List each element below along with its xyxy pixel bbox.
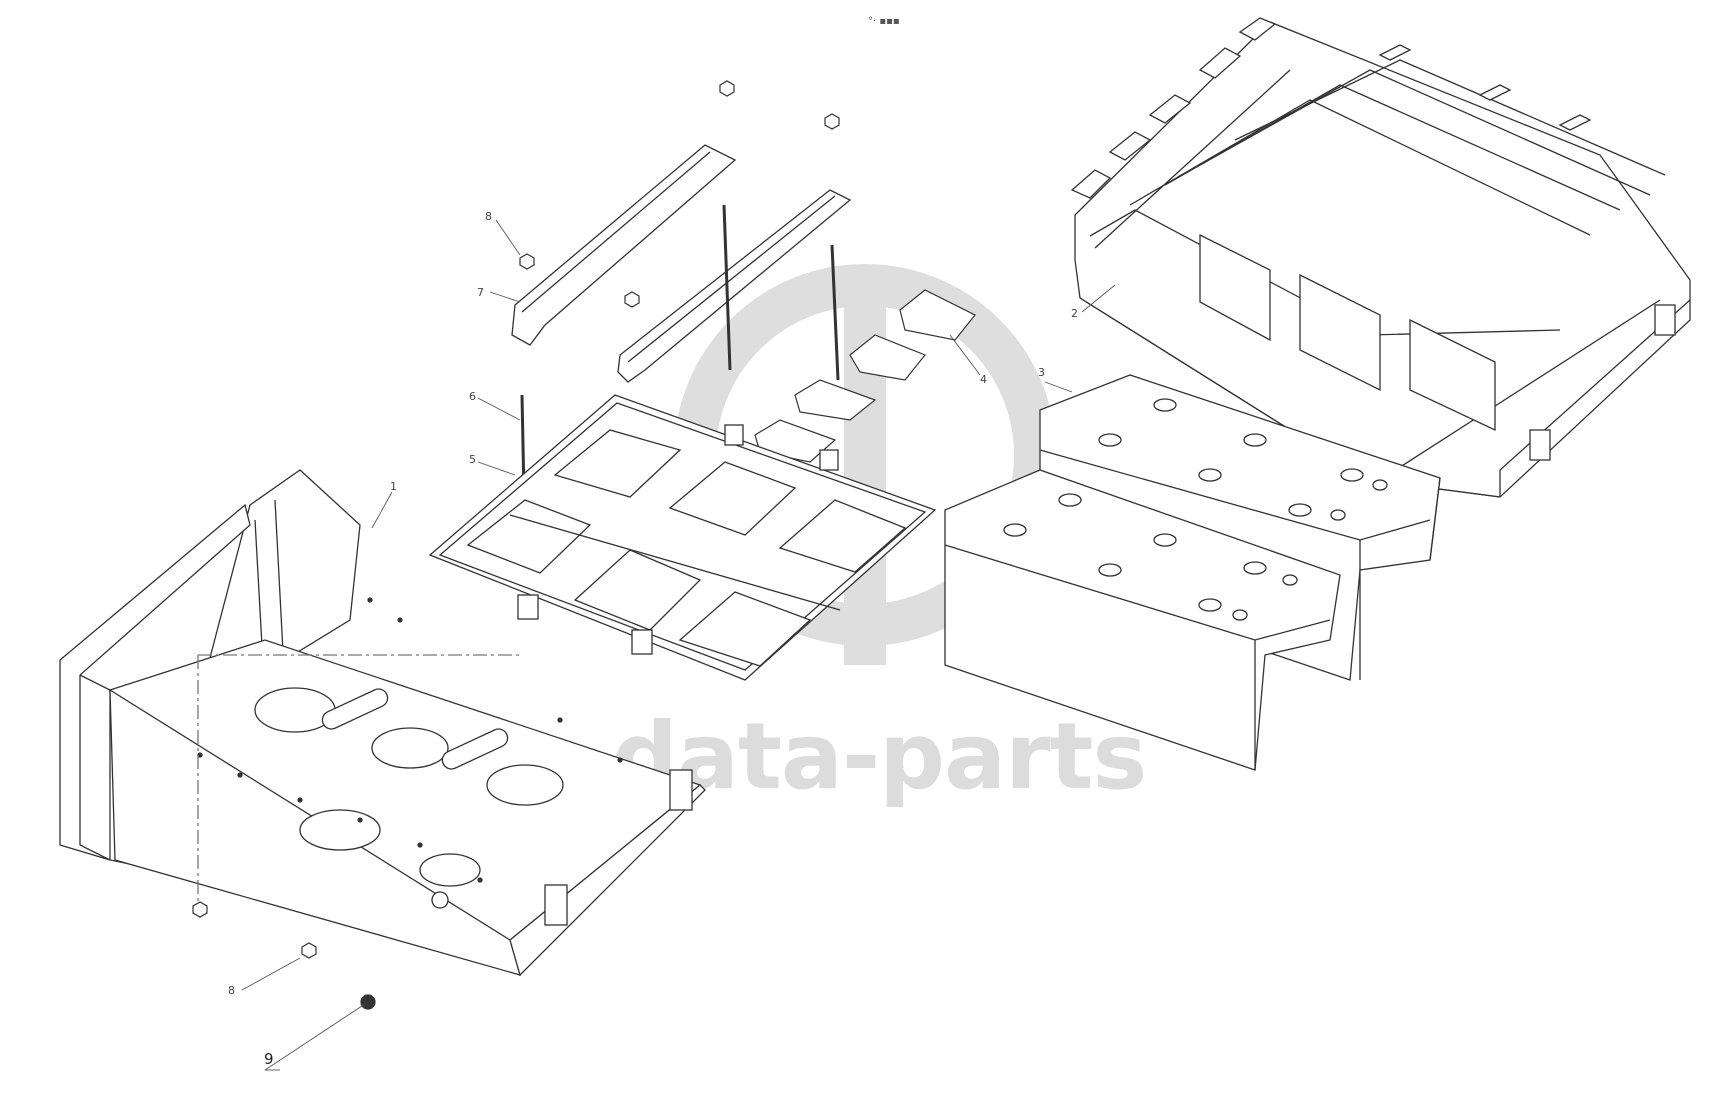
leader-lines: [241, 219, 1116, 1071]
nut-icon: [192, 80, 840, 959]
callout-8-top: 8: [485, 210, 492, 223]
battery-tray: [59, 469, 706, 977]
callout-8-bottom: 8: [228, 984, 235, 997]
battery-cover: [1070, 17, 1691, 498]
callout-5: 5: [469, 453, 476, 466]
callout-3: 3: [1038, 366, 1045, 379]
battery-front: [944, 469, 1341, 771]
callout-9: 9: [264, 1050, 274, 1068]
header-mark: °‧ ▪▪▪: [868, 16, 900, 27]
flange-nut-icon: [360, 994, 376, 1010]
clamp-bars: [511, 144, 852, 383]
callout-6: 6: [469, 390, 476, 403]
callout-4: 4: [980, 373, 987, 386]
callout-7: 7: [477, 286, 484, 299]
callout-1: 1: [390, 480, 397, 493]
bracket-pieces: [754, 289, 976, 463]
callouts: 1 2 3 4 5 6 7 8 8 9: [228, 210, 1078, 1068]
callout-2: 2: [1071, 307, 1078, 320]
nuts: [192, 80, 840, 1010]
retaining-frame: [428, 394, 937, 681]
